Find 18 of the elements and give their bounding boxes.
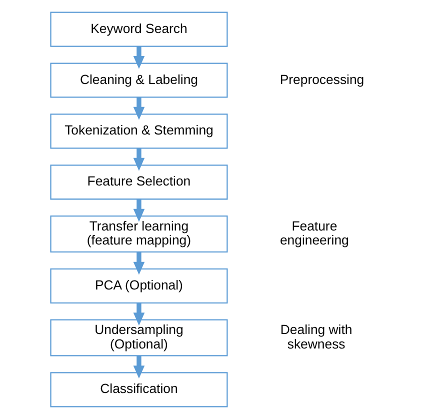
node-box: PCA (Optional) xyxy=(50,268,228,304)
arrow xyxy=(133,356,145,379)
label: Feature engineering xyxy=(280,218,349,248)
node-box: Transfer learning (feature mapping) xyxy=(50,216,228,253)
arrow xyxy=(133,97,145,120)
node-box: Feature Selection xyxy=(50,164,228,200)
node-box: Undersampling (Optional) xyxy=(50,319,228,356)
node-box: Keyword Search xyxy=(50,12,228,47)
arrow xyxy=(133,46,145,69)
arrow xyxy=(133,302,145,326)
arrow xyxy=(133,252,145,275)
label: Preprocessing xyxy=(280,72,364,87)
label: Dealing with skewness xyxy=(280,322,352,352)
node-box: Classification xyxy=(50,372,228,408)
node-box: Cleaning & Labeling xyxy=(50,62,228,98)
arrow xyxy=(133,148,145,171)
node-box: Tokenization & Stemming xyxy=(50,114,228,149)
arrow xyxy=(133,199,145,222)
